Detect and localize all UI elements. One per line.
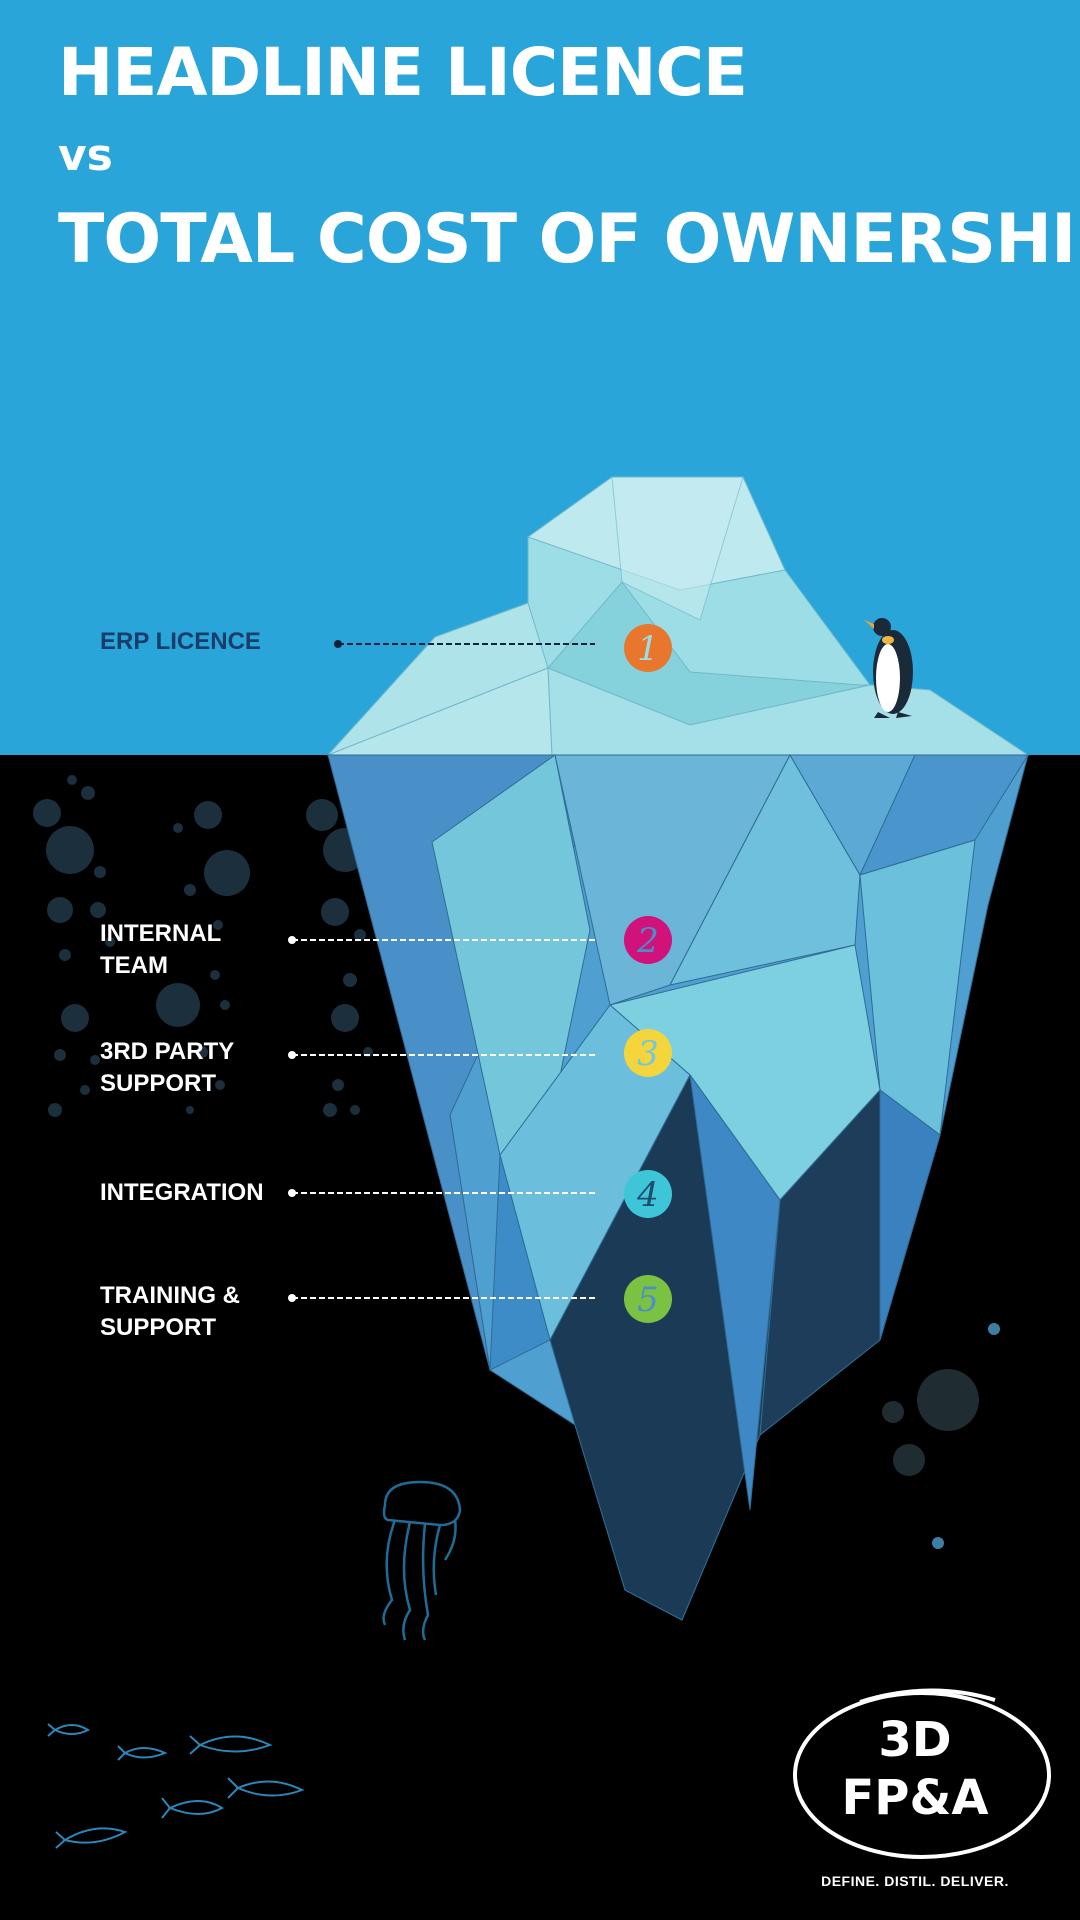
badge-3-number: 3	[637, 1034, 659, 1074]
badge-4-number: 4	[636, 1175, 659, 1215]
iceberg-tip	[326, 476, 1030, 756]
label-internal-team: INTERNAL TEAM	[100, 920, 222, 979]
headline-title: HEADLINE LICENCE	[58, 34, 748, 111]
penguin-icon	[864, 618, 913, 718]
logo-tagline: DEFINE. DISTIL. DELIVER.	[821, 1873, 1009, 1889]
fish-school-icon	[47, 1723, 305, 1849]
logo-ring	[793, 1688, 1051, 1859]
number-badge-1: 1	[624, 624, 672, 672]
number-badge-2: 2	[624, 916, 672, 964]
label-training-support: TRAINING & SUPPORT	[100, 1282, 240, 1341]
logo-fpa: FP&A	[841, 1770, 989, 1826]
logo-3d: 3D	[878, 1712, 952, 1768]
badge-5-circle	[624, 1275, 672, 1323]
iceberg-underwater	[327, 753, 1029, 1621]
number-badge-3: 3	[624, 1029, 672, 1077]
label-integration: INTEGRATION	[100, 1179, 264, 1206]
jellyfish-icon	[382, 1480, 462, 1641]
badge-2-number: 2	[636, 921, 659, 961]
badge-1-circle	[624, 624, 672, 672]
label-3rd-party-support: 3RD PARTY SUPPORT	[100, 1038, 235, 1097]
versus-text: vs	[58, 130, 113, 181]
badge-5-number: 5	[637, 1280, 659, 1320]
badge-1-number: 1	[637, 629, 659, 669]
label-erp-licence: ERP LICENCE	[100, 628, 261, 655]
bubbles-right	[882, 1323, 1000, 1549]
leader-lines	[288, 640, 595, 1302]
tco-title: TOTAL COST OF OWNERSHIP	[58, 200, 1080, 279]
number-badge-5: 5	[624, 1275, 672, 1323]
badge-4-circle	[624, 1170, 672, 1218]
badge-2-circle	[624, 916, 672, 964]
number-badge-4: 4	[624, 1170, 672, 1218]
badge-3-circle	[624, 1029, 672, 1077]
